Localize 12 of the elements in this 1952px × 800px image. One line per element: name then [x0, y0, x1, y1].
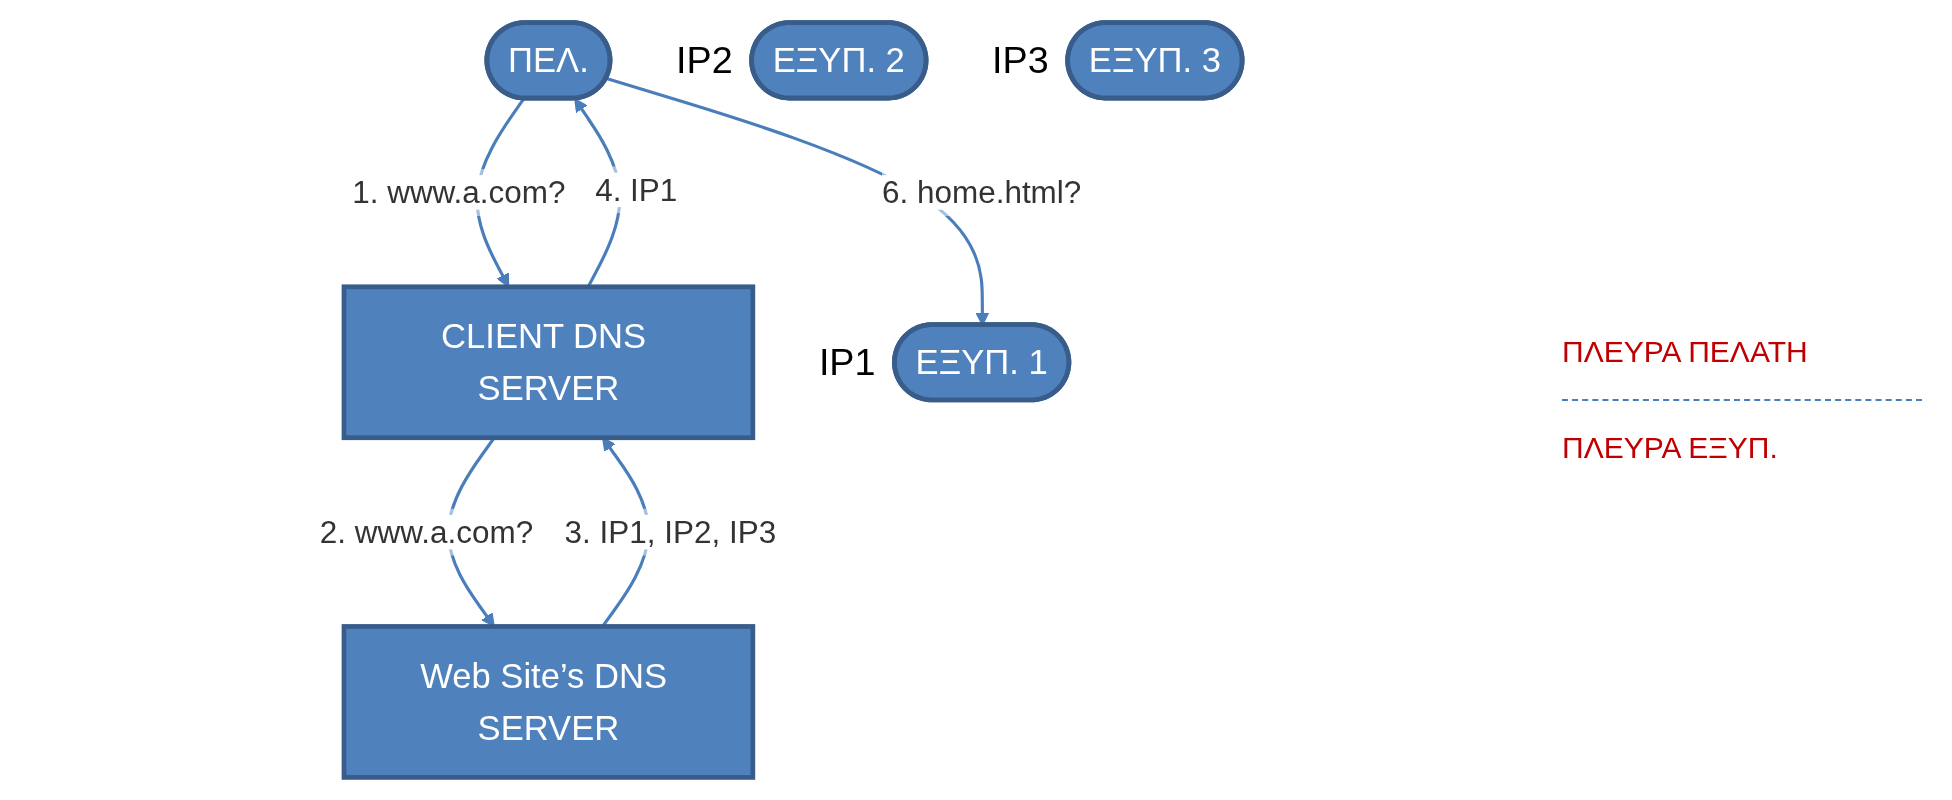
address-label: IP3	[992, 38, 1049, 81]
edge-label: 2. www.a.com?	[319, 514, 534, 550]
side-label: ΠΛΕΥΡΑ ΕΞΥΠ.	[1562, 431, 1779, 465]
edge-label: 3. IP1, IP2, IP3	[564, 514, 777, 550]
node-box: CLIENT DNS SERVER	[341, 284, 756, 441]
edge-label: 4. IP1	[595, 172, 678, 208]
side-label: ΠΛΕΥΡΑ ΠΕΛΑΤΗ	[1562, 335, 1809, 369]
address-label: IP1	[818, 340, 876, 383]
edge-label: 6. home.html?	[882, 175, 1082, 210]
edge-label: 1. www.a.com?	[352, 175, 566, 210]
address-label: IP2	[676, 38, 733, 81]
node-box: Web Site’s DNS SERVER	[341, 624, 756, 780]
